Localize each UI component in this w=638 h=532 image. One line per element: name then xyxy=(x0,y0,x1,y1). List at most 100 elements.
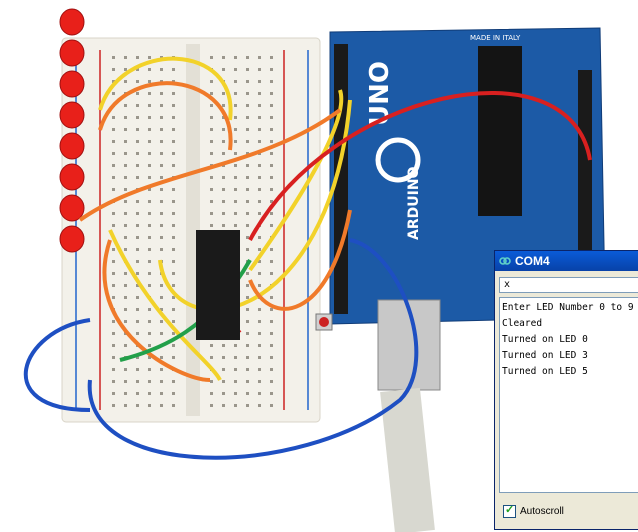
breadboard-hole xyxy=(136,80,139,83)
breadboard-hole xyxy=(160,332,163,335)
breadboard-hole xyxy=(234,344,237,347)
wire-yellow xyxy=(158,99,352,312)
breadboard-hole xyxy=(136,392,139,395)
breadboard-hole xyxy=(222,116,225,119)
breadboard-hole xyxy=(160,176,163,179)
breadboard-hole xyxy=(136,404,139,407)
breadboard-hole xyxy=(246,68,249,71)
breadboard-hole xyxy=(160,380,163,383)
breadboard-hole xyxy=(124,248,127,251)
breadboard-hole xyxy=(160,164,163,167)
breadboard-hole xyxy=(246,104,249,107)
breadboard-hole xyxy=(148,380,151,383)
breadboard-hole xyxy=(258,260,261,263)
breadboard-hole xyxy=(234,128,237,131)
breadboard-hole xyxy=(160,308,163,311)
breadboard-hole xyxy=(136,212,139,215)
breadboard-hole xyxy=(112,128,115,131)
breadboard-hole xyxy=(160,152,163,155)
breadboard-hole xyxy=(148,80,151,83)
breadboard-hole xyxy=(112,212,115,215)
checkbox-icon[interactable]: ✓ xyxy=(503,504,516,518)
breadboard-hole xyxy=(246,296,249,299)
breadboard-hole xyxy=(172,308,175,311)
breadboard-hole xyxy=(246,404,249,407)
breadboard-hole xyxy=(136,224,139,227)
breadboard-hole xyxy=(246,116,249,119)
breadboard-hole xyxy=(112,284,115,287)
breadboard-hole xyxy=(172,68,175,71)
breadboard-hole xyxy=(160,392,163,395)
breadboard-hole xyxy=(124,272,127,275)
led xyxy=(59,70,85,98)
breadboard-hole xyxy=(222,176,225,179)
breadboard-hole xyxy=(222,356,225,359)
breadboard-hole xyxy=(136,368,139,371)
breadboard-hole xyxy=(148,128,151,131)
breadboard-hole xyxy=(136,332,139,335)
breadboard-hole xyxy=(258,116,261,119)
breadboard-hole xyxy=(258,200,261,203)
breadboard-hole xyxy=(270,200,273,203)
led-column xyxy=(59,8,85,253)
breadboard-hole xyxy=(210,392,213,395)
breadboard-hole xyxy=(210,92,213,95)
breadboard-hole xyxy=(172,404,175,407)
breadboard-hole xyxy=(222,380,225,383)
breadboard-hole xyxy=(258,56,261,59)
breadboard-hole xyxy=(172,200,175,203)
breadboard-hole xyxy=(270,260,273,263)
breadboard-hole xyxy=(112,392,115,395)
breadboard-hole xyxy=(246,344,249,347)
breadboard-hole xyxy=(246,284,249,287)
led xyxy=(59,194,85,222)
breadboard-hole xyxy=(222,140,225,143)
breadboard-hole xyxy=(258,140,261,143)
breadboard-hole xyxy=(210,140,213,143)
breadboard-hole xyxy=(270,404,273,407)
breadboard-hole xyxy=(234,104,237,107)
breadboard-hole xyxy=(234,176,237,179)
send-input[interactable]: x xyxy=(499,277,638,293)
breadboard-hole xyxy=(172,380,175,383)
breadboard-hole xyxy=(160,368,163,371)
breadboard-hole xyxy=(246,320,249,323)
led xyxy=(59,225,85,253)
breadboard-hole xyxy=(148,332,151,335)
breadboard-hole xyxy=(246,188,249,191)
breadboard-hole xyxy=(258,188,261,191)
breadboard-hole xyxy=(148,272,151,275)
breadboard-hole xyxy=(124,296,127,299)
breadboard-hole xyxy=(246,212,249,215)
breadboard-hole xyxy=(258,212,261,215)
header-power xyxy=(578,70,592,250)
autoscroll-checkbox[interactable]: ✓Autoscroll xyxy=(503,504,564,518)
reset-button-cap xyxy=(319,317,329,327)
breadboard-hole xyxy=(258,164,261,167)
breadboard-hole xyxy=(210,152,213,155)
breadboard-hole xyxy=(148,176,151,179)
output-line: Turned on LED 5 xyxy=(502,366,588,377)
breadboard-hole xyxy=(270,176,273,179)
title-bar[interactable]: COM4 xyxy=(495,251,638,271)
breadboard-hole xyxy=(148,56,151,59)
breadboard-hole xyxy=(258,284,261,287)
breadboard-hole xyxy=(148,308,151,311)
breadboard-hole xyxy=(136,128,139,131)
breadboard-hole xyxy=(112,380,115,383)
breadboard-hole xyxy=(172,296,175,299)
breadboard-hole xyxy=(234,380,237,383)
breadboard-hole xyxy=(258,92,261,95)
led xyxy=(59,163,85,191)
breadboard-hole xyxy=(148,404,151,407)
output-line: Turned on LED 3 xyxy=(502,350,588,361)
breadboard-hole xyxy=(270,272,273,275)
breadboard-hole xyxy=(148,68,151,71)
breadboard-hole xyxy=(246,176,249,179)
breadboard-hole xyxy=(172,248,175,251)
breadboard-hole xyxy=(210,188,213,191)
breadboard-hole xyxy=(270,296,273,299)
breadboard-hole xyxy=(210,104,213,107)
breadboard-hole xyxy=(270,356,273,359)
